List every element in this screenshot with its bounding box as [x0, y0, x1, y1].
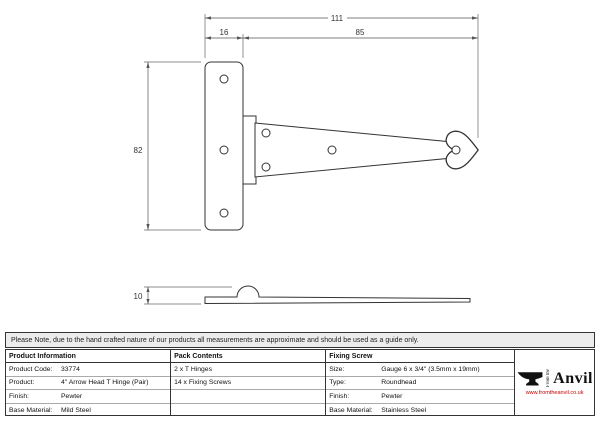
table-row [171, 390, 326, 404]
spec-table: Product Information Product Code: 33774 … [5, 349, 595, 416]
note-text: Please Note, due to the hand crafted nat… [11, 336, 419, 344]
table-row: Base Material: Mild Steel [6, 404, 170, 418]
extension-lines [144, 14, 479, 305]
brand-logo: From the Anvil [516, 369, 593, 388]
fixing-screw-header: Fixing Screw [326, 350, 515, 363]
row-value: Roundhead [381, 379, 417, 387]
table-row: Base Material: Stainless Steel [326, 404, 514, 418]
hinge-edge-profile [204, 285, 471, 305]
row-value: Pewter [61, 392, 83, 400]
row-label: Type: [329, 379, 346, 387]
table-row: Finish: Pewter [326, 390, 515, 404]
dim-thickness-label: 10 [134, 292, 143, 301]
screw-hole [451, 145, 461, 155]
anvil-icon [517, 372, 543, 386]
row-value: Stainless Steel [381, 406, 427, 414]
brand-tagline: From the [546, 369, 552, 388]
screw-hole [219, 74, 229, 84]
row-value: Gauge 6 x 3/4" (3.5mm x 19mm) [381, 365, 480, 373]
row-label: Finish: [329, 392, 350, 400]
table-row: Product: 4" Arrow Head T Hinge (Pair) [6, 377, 171, 390]
dimension-arrows [146, 16, 478, 304]
table-row: Type: Roundhead [326, 377, 515, 390]
brand-url: www.fromtheanvil.co.uk [525, 390, 584, 396]
table-row: Finish: Pewter [6, 390, 171, 404]
table-row: 2 x T Hinges [171, 363, 326, 377]
pack-contents-column: Pack Contents 2 x T Hinges 14 x Fixing S… [171, 350, 327, 418]
hinge-front-view [204, 61, 479, 231]
fixing-screw-column: Fixing Screw Size: Gauge 6 x 3/4" (3.5mm… [326, 350, 516, 418]
brand-name: Anvil [553, 369, 593, 387]
dimension-lines [147, 17, 478, 304]
product-info-column: Product Information Product Code: 33774 … [6, 350, 172, 418]
row-label: Size: [329, 365, 345, 373]
brand-logo-cell: From the Anvil www.fromtheanvil.co.uk [515, 350, 594, 415]
product-info-header: Product Information [6, 350, 171, 363]
hinge-knuckle [242, 115, 257, 185]
row-label: Finish: [9, 392, 30, 400]
row-label: Base Material: [329, 406, 373, 414]
hinge-arm [254, 122, 453, 178]
table-row: Size: Gauge 6 x 3/4" (3.5mm x 19mm) [326, 363, 515, 377]
row-value: 14 x Fixing Screws [174, 379, 232, 387]
dimension-labels: 111 16 85 82 10 [134, 14, 365, 301]
row-label: Base Material: [9, 406, 53, 414]
table-row: Product Code: 33774 [6, 363, 171, 377]
row-value: 2 x T Hinges [174, 365, 212, 373]
row-value: 33774 [61, 365, 80, 373]
row-label: Product: [9, 379, 35, 387]
row-label: Product Code: [9, 365, 53, 373]
dim-total-label: 111 [331, 14, 344, 23]
dim-plate-height-label: 82 [134, 146, 143, 155]
table-row [171, 404, 325, 418]
dim-arm-length-label: 85 [356, 28, 365, 37]
row-value: Mild Steel [61, 406, 91, 414]
dim-plate-width-label: 16 [220, 28, 229, 37]
hinge-side-view [204, 285, 471, 305]
screw-hole [327, 145, 337, 155]
screw-hole [219, 145, 229, 155]
row-value: Pewter [381, 392, 403, 400]
technical-drawing: 111 16 85 82 10 [134, 14, 479, 305]
row-value: 4" Arrow Head T Hinge (Pair) [61, 379, 149, 387]
table-row: 14 x Fixing Screws [171, 377, 326, 390]
pack-contents-header: Pack Contents [171, 350, 326, 363]
screw-hole [261, 128, 271, 138]
note-bar: Please Note, due to the hand crafted nat… [5, 332, 595, 348]
arrow-head [445, 130, 479, 170]
screw-hole [261, 162, 271, 172]
screw-hole [219, 208, 229, 218]
